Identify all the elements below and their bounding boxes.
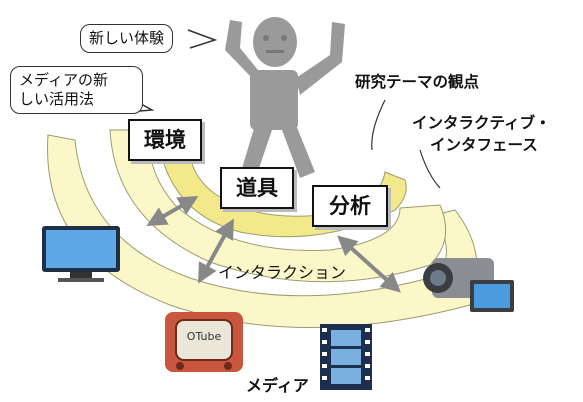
interactive-line2: インタフェース [430,136,538,154]
flat-tv-icon [42,226,120,282]
leader-interactive [419,149,441,189]
retro-tv-icon [165,312,243,372]
bubble-media-usage-line2: しい活用法 [19,90,95,108]
interactive-interface-label: インタラクティブ・ インタフェース [412,112,551,156]
analysis-box: 分析 [312,185,388,227]
research-viewpoint-label: 研究テーマの観点 [355,73,480,91]
person-figure [225,17,345,180]
bubble-new-experience: 新しい体験 [80,24,174,53]
tool-box: 道具 [220,167,294,209]
media-label: メディア [246,376,309,395]
retro-tv-screen-text: OTube [186,330,222,343]
video-camera-icon [423,258,514,312]
environment-box: 環境 [128,119,202,161]
interactive-line1: インタラクティブ・ [412,114,551,132]
bubble-tail-experience [187,29,218,49]
media-arc [47,134,478,328]
bubble-media-usage: メディアの新 しい活用法 [10,66,143,114]
leader-research [371,99,386,151]
bubble-media-usage-line1: メディアの新 [19,71,108,89]
interaction-label: インタラクション [218,263,347,282]
film-strip-icon [320,324,372,390]
arrow-tool [198,218,234,284]
arrow-environment [146,195,199,227]
arrow-analysis [337,235,401,293]
